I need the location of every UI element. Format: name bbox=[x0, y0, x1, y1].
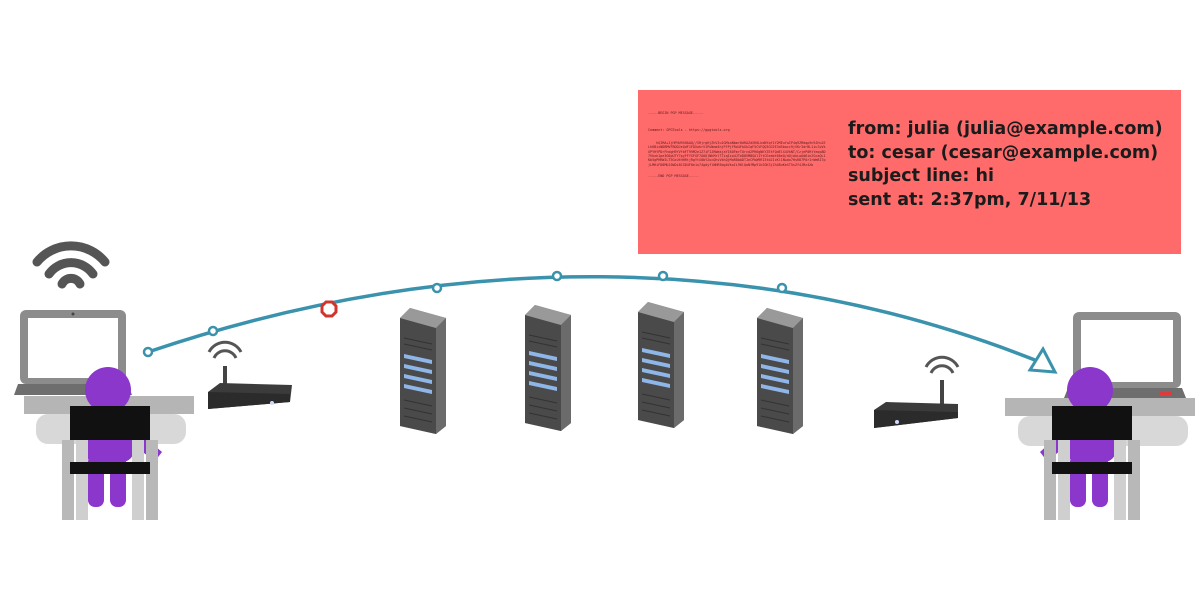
email-subject: subject line: hi bbox=[848, 166, 994, 186]
wireless-router-icon bbox=[207, 340, 292, 409]
left-chair bbox=[62, 406, 158, 520]
pgp-comment: Comment: GPGTools - https://gpgtools.org bbox=[648, 128, 730, 133]
arrowhead-icon bbox=[1027, 345, 1058, 374]
email-metadata: from: julia (julia@example.com) to: cesa… bbox=[848, 118, 1163, 212]
route-line bbox=[147, 274, 1041, 364]
left-workstation bbox=[14, 241, 194, 520]
server-rack-icon bbox=[756, 307, 804, 435]
intercept-node-icon bbox=[320, 300, 338, 318]
route-node bbox=[657, 270, 669, 282]
right-chair bbox=[1044, 406, 1140, 520]
route-node bbox=[142, 346, 154, 358]
server-rack-icon bbox=[399, 307, 447, 435]
right-workstation bbox=[1005, 312, 1195, 520]
server-rack-icon bbox=[524, 304, 572, 432]
server-rack-icon bbox=[637, 301, 685, 429]
route-nodes bbox=[142, 270, 788, 358]
pgp-header: -----BEGIN PGP MESSAGE----- bbox=[648, 110, 704, 115]
route-node bbox=[776, 282, 788, 294]
route-node bbox=[431, 282, 443, 294]
email-card: -----BEGIN PGP MESSAGE----- Comment: GPG… bbox=[638, 90, 1181, 254]
pgp-footer: -----END PGP MESSAGE----- bbox=[648, 173, 700, 178]
route-node bbox=[551, 270, 563, 282]
email-from: from: julia (julia@example.com) bbox=[848, 119, 1163, 139]
pgp-block: -----BEGIN PGP MESSAGE----- Comment: GPG… bbox=[648, 102, 826, 250]
email-to: to: cesar (cesar@example.com) bbox=[848, 142, 1159, 163]
pgp-body: hQIMA+IjHPHU9XHAAQ//SRjrgHjZhVIu1GMsaNbm… bbox=[648, 140, 826, 167]
email-sent: sent at: 2:37pm, 7/11/13 bbox=[848, 189, 1092, 210]
route-node bbox=[207, 325, 219, 337]
wifi-icon bbox=[32, 241, 110, 289]
wireless-router-icon bbox=[874, 355, 960, 428]
